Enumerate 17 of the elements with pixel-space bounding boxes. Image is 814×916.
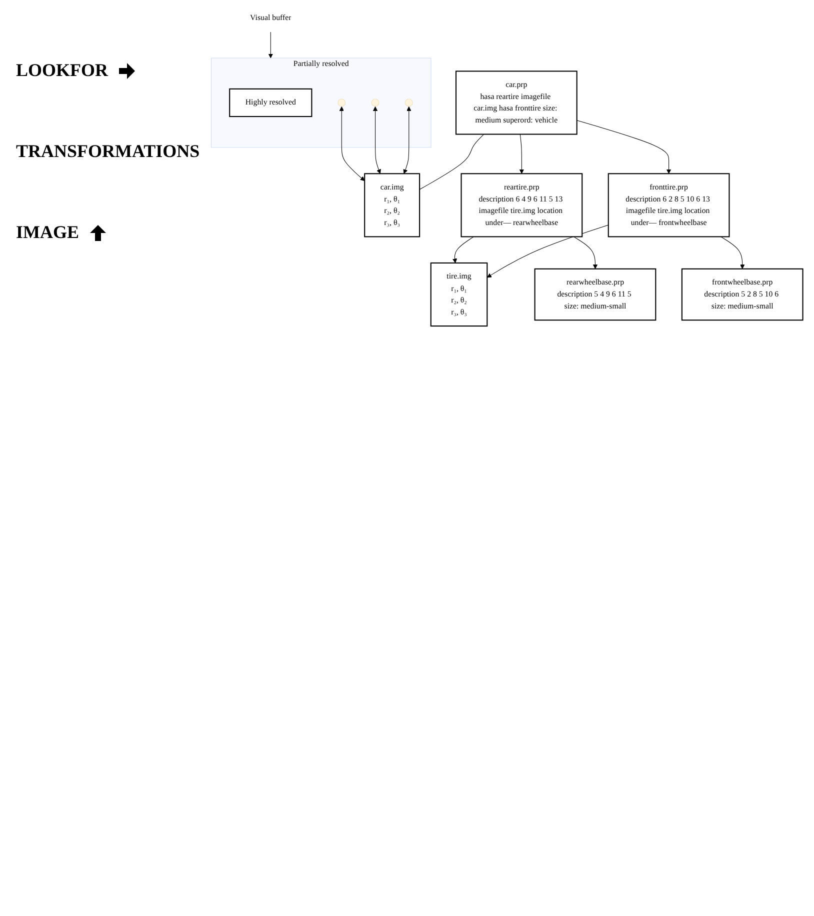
arrow bbox=[339, 106, 365, 182]
arrow bbox=[452, 236, 474, 264]
label-text: IMAGE bbox=[16, 222, 79, 243]
arrow bbox=[486, 224, 609, 278]
arrow bbox=[519, 134, 524, 174]
arrow bbox=[573, 236, 598, 270]
arrow bbox=[576, 120, 672, 174]
arrow bbox=[403, 106, 412, 174]
arrow bbox=[372, 106, 381, 174]
arrow bbox=[268, 32, 273, 58]
node-circle bbox=[371, 98, 380, 107]
connector bbox=[419, 134, 484, 190]
arrow bbox=[720, 236, 745, 270]
label-text: TRANSFORMATIONS bbox=[16, 141, 200, 162]
label-text: LOOKFOR bbox=[16, 60, 108, 81]
node-circle bbox=[338, 98, 346, 107]
node-circle bbox=[404, 98, 413, 107]
